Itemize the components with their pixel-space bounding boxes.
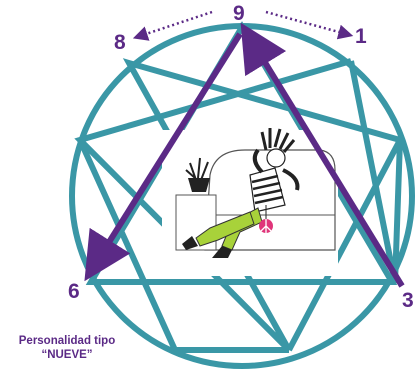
personality-caption: Personalidad tipo “NUEVE” xyxy=(4,334,130,362)
caption-line-2: “NUEVE” xyxy=(4,348,130,362)
point-label-6: 6 xyxy=(68,281,80,302)
point-label-8: 8 xyxy=(114,32,126,53)
point-label-3: 3 xyxy=(402,290,414,311)
caption-line-1: Personalidad tipo xyxy=(4,334,130,348)
lounging-figure-illustration xyxy=(162,128,338,276)
point-label-1: 1 xyxy=(355,26,367,47)
point-label-9: 9 xyxy=(233,3,245,24)
